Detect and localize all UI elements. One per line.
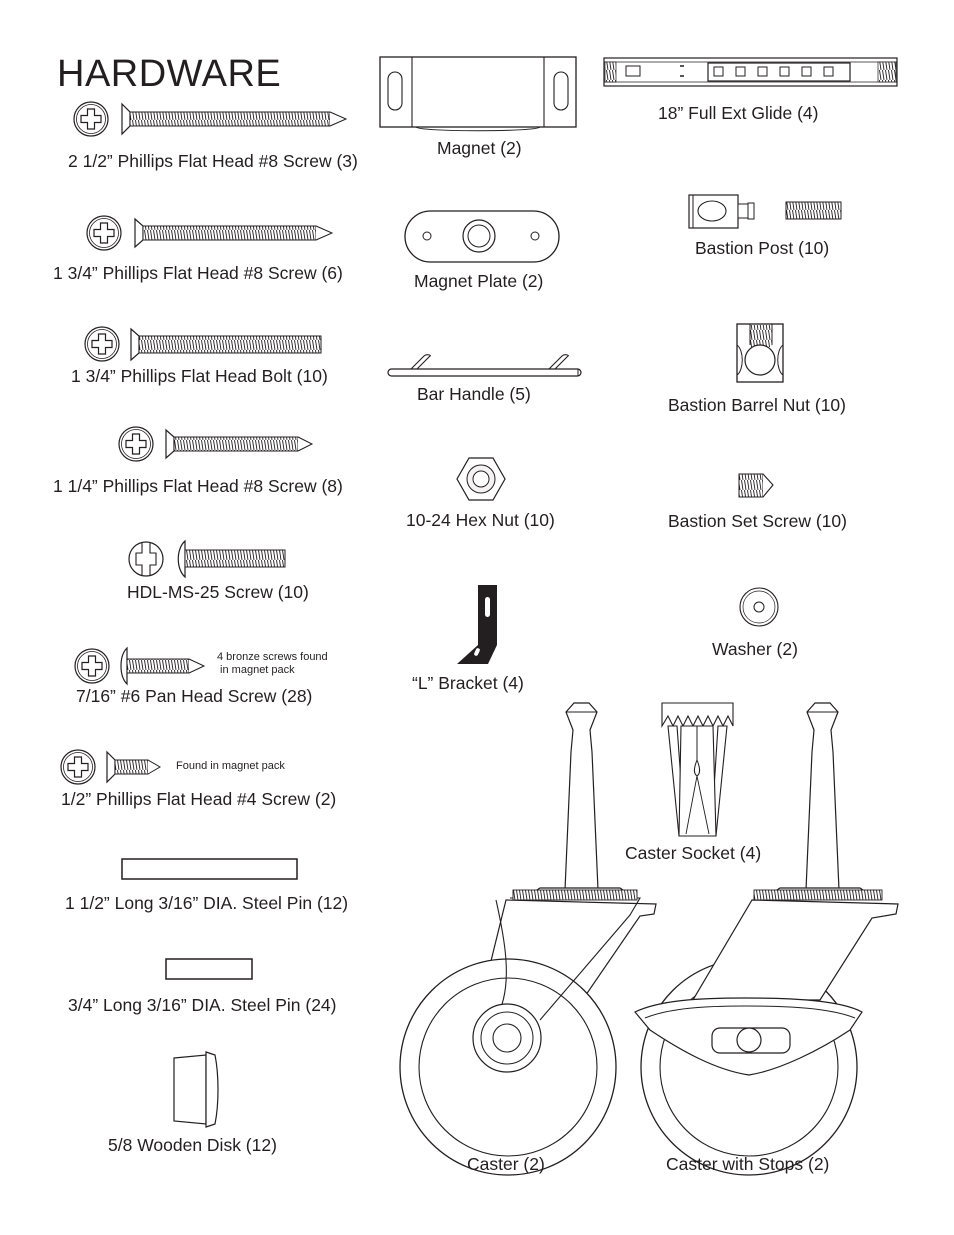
label-barrel-nut: Bastion Barrel Nut (10) xyxy=(668,395,846,415)
label-bastion-post: Bastion Post (10) xyxy=(695,238,830,258)
phillips-flat-head-screw-icon xyxy=(118,426,314,462)
barrel-nut-icon xyxy=(736,323,784,383)
caster-socket-icon xyxy=(661,702,734,837)
caster-icon xyxy=(399,702,657,1176)
label-magnet-plate: Magnet Plate (2) xyxy=(414,271,544,291)
washer-icon xyxy=(739,587,779,627)
label-washer: Washer (2) xyxy=(712,639,798,659)
set-screw-icon xyxy=(738,473,774,498)
hex-nut-icon xyxy=(456,457,506,501)
pan-head-screw-icon xyxy=(74,646,206,686)
phillips-flat-head-screw-icon xyxy=(86,215,334,251)
label-steel-pin-long: 1 1/2” Long 3/16” DIA. Steel Pin (12) xyxy=(65,893,349,913)
wooden-disk-icon xyxy=(173,1051,219,1128)
label-pan-head-screw: 7/16” #6 Pan Head Screw (28) xyxy=(76,686,313,706)
label-caster-socket: Caster Socket (4) xyxy=(625,843,762,863)
magnet-icon xyxy=(379,56,577,132)
steel-pin-icon xyxy=(165,958,253,980)
label-l-bracket: “L” Bracket (4) xyxy=(412,673,524,693)
label-hex-nut: 10-24 Hex Nut (10) xyxy=(406,510,555,530)
l-bracket-icon xyxy=(457,585,497,664)
page-title: HARDWARE xyxy=(57,53,282,95)
label-hdl-ms-25: HDL-MS-25 Screw (10) xyxy=(127,582,309,602)
label-bar-handle: Bar Handle (5) xyxy=(417,384,531,404)
label-flat-screw-1-25: 1 1/4” Phillips Flat Head #8 Screw (8) xyxy=(53,476,343,496)
label-flat-screw-half: 1/2” Phillips Flat Head #4 Screw (2) xyxy=(61,789,337,809)
bar-handle-icon xyxy=(387,354,582,377)
note-flat-screw-half: Found in magnet pack xyxy=(176,760,285,772)
label-flat-screw-1-75: 1 3/4” Phillips Flat Head #8 Screw (6) xyxy=(53,263,343,283)
label-steel-pin-short: 3/4” Long 3/16” DIA. Steel Pin (24) xyxy=(68,995,337,1015)
drawer-glide-icon xyxy=(603,57,898,87)
note-pan-head-screw: 4 bronze screws found in magnet pack xyxy=(217,651,328,676)
label-glide: 18” Full Ext Glide (4) xyxy=(658,103,819,123)
label-wooden-disk: 5/8 Wooden Disk (12) xyxy=(108,1135,277,1155)
phillips-flat-head-screw-icon xyxy=(60,749,161,785)
magnet-plate-icon xyxy=(404,210,560,263)
label-caster: Caster (2) xyxy=(467,1154,545,1174)
machine-screw-icon xyxy=(128,539,286,579)
label-flat-screw-2-5: 2 1/2” Phillips Flat Head #8 Screw (3) xyxy=(68,151,358,171)
label-set-screw: Bastion Set Screw (10) xyxy=(668,511,847,531)
label-flat-bolt-1-75: 1 3/4” Phillips Flat Head Bolt (10) xyxy=(71,366,328,386)
label-magnet: Magnet (2) xyxy=(437,138,522,158)
caster-with-stops-icon xyxy=(634,702,899,1176)
phillips-flat-head-screw-icon xyxy=(73,101,348,137)
bastion-post-icon xyxy=(688,194,842,229)
steel-pin-icon xyxy=(121,858,298,880)
phillips-flat-head-bolt-icon xyxy=(84,326,322,362)
label-caster-stops: Caster with Stops (2) xyxy=(666,1154,830,1174)
